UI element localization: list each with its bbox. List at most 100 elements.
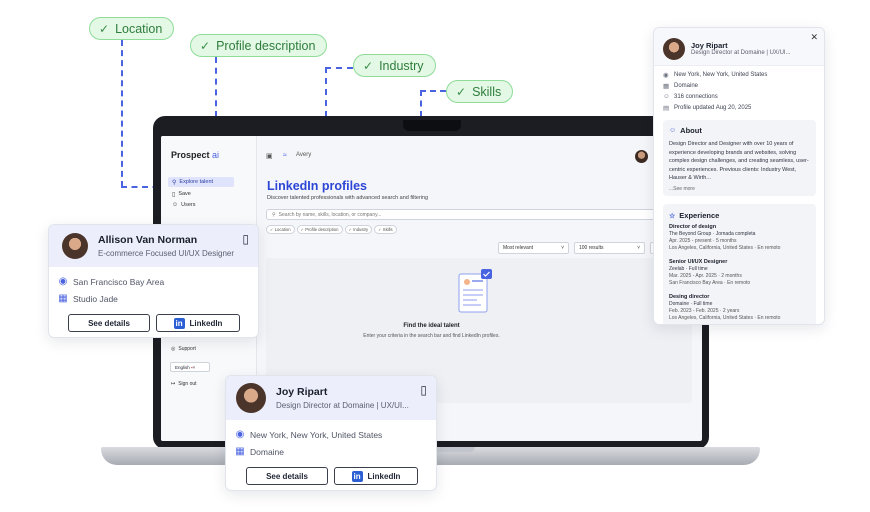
bookmark-icon[interactable]: ▯ xyxy=(242,232,249,246)
explore-icon: ⚲ xyxy=(172,179,177,186)
experience-heading: ☆Experience xyxy=(669,211,720,220)
sidebar-toggle-icon[interactable]: ▣ xyxy=(266,153,273,160)
profile-card-allison[interactable]: Allison Van Norman E-commerce Focused UI… xyxy=(48,224,259,338)
profile-name: Allison Van Norman xyxy=(98,234,198,246)
bookmark-icon[interactable]: ▯ xyxy=(420,383,427,397)
empty-state-illustration xyxy=(458,269,492,313)
about-section: ☺About Design Director and Designer with… xyxy=(663,120,816,196)
filter-pill-profile-description: ✓Profile description xyxy=(190,34,328,57)
sidebar-item-explore-talent[interactable]: ⚲Explore talent xyxy=(168,177,234,187)
connector-industry-h xyxy=(325,67,353,69)
connector-skills-h xyxy=(420,90,446,92)
linkedin-icon: in xyxy=(173,317,185,329)
chip-location[interactable]: ✓ Location xyxy=(266,225,295,234)
profile-card-joy[interactable]: Joy Ripart Design Director at Domaine | … xyxy=(225,375,437,491)
avatar xyxy=(236,383,266,413)
see-details-button[interactable]: See details xyxy=(68,314,150,332)
experience-section: ☆Experience Director of design The Beyon… xyxy=(663,204,816,324)
filter-chips: ✓ Location ✓ Profile description ✓ Indus… xyxy=(266,225,397,234)
experience-item: Director of design The Beyond Group · Jo… xyxy=(669,224,781,251)
chevron-down-icon: ˅ xyxy=(192,364,196,370)
linkedin-icon: in xyxy=(351,470,363,482)
users-icon: ☺ xyxy=(663,93,670,100)
filter-pill-location: ✓Location xyxy=(89,17,175,40)
workspace-name[interactable]: Avery xyxy=(296,152,312,158)
connector-profile xyxy=(215,57,217,117)
profile-card-header: Allison Van Norman E-commerce Focused UI… xyxy=(49,225,258,267)
flag-icon: ▪ xyxy=(191,364,193,370)
sidebar-item-support[interactable]: ◎Support xyxy=(171,346,196,352)
user-avatar[interactable] xyxy=(635,150,648,163)
page-title: LinkedIn profiles xyxy=(267,179,368,193)
chevron-down-icon: ˅ xyxy=(637,245,640,251)
search-icon: ⚲ xyxy=(272,211,276,218)
check-icon: ✓ xyxy=(200,38,211,53)
empty-state-subtitle: Enter your criteria in the search bar an… xyxy=(363,333,500,339)
panel-profile-role: Design Director at Domaine | UX/UI... xyxy=(691,50,791,56)
connector-location-h xyxy=(121,186,169,188)
see-more-link[interactable]: ...See more xyxy=(669,186,695,192)
support-icon: ◎ xyxy=(171,346,176,352)
location-pin-icon: ◉ xyxy=(235,429,245,440)
page-subtitle: Discover talented professionals with adv… xyxy=(267,195,429,201)
see-details-button[interactable]: See details xyxy=(246,467,328,485)
profile-card-header: Joy Ripart Design Director at Domaine | … xyxy=(226,376,436,420)
calendar-icon: ▤ xyxy=(663,105,670,112)
profile-detail-panel: Joy Ripart Design Director at Domaine | … xyxy=(653,27,825,325)
experience-item: Senior UI/UX Designer Zeelab · Full time… xyxy=(669,259,751,286)
filter-pill-skills: ✓Skills xyxy=(446,80,514,103)
profile-company: ▦Domaine xyxy=(235,446,285,457)
location-pin-icon: ◉ xyxy=(663,72,669,79)
panel-updated: ▤Profile updated Aug 20, 2025 xyxy=(663,105,752,112)
chip-profile-description[interactable]: ✓ Profile description xyxy=(296,225,343,234)
connector-skills xyxy=(420,90,422,117)
laptop-notch xyxy=(403,120,461,131)
sign-out-icon: ↦ xyxy=(171,381,176,387)
chip-skills[interactable]: ✓ Skills xyxy=(374,225,397,234)
profile-name: Joy Ripart xyxy=(276,386,328,398)
bookmark-icon: ▯ xyxy=(172,191,176,198)
building-icon: ▦ xyxy=(58,293,68,304)
workspace-icon: ≈ xyxy=(283,152,287,159)
search-input[interactable]: ⚲Search by name, skills, location, or co… xyxy=(266,209,696,220)
profile-role: E-commerce Focused UI/UX Designer xyxy=(98,249,235,258)
about-heading: ☺About xyxy=(669,126,702,135)
panel-connections: ☺316 connections xyxy=(663,93,718,100)
avatar xyxy=(62,233,88,259)
user-icon: ☺ xyxy=(669,127,677,134)
profile-location: ◉New York, New York, United States xyxy=(235,429,383,440)
panel-company: ▦Domaine xyxy=(663,83,699,90)
profile-role: Design Director at Domaine | UX/UI... xyxy=(276,401,409,410)
check-icon: ✓ xyxy=(99,21,110,36)
sidebar-item-save[interactable]: ▯Save xyxy=(172,191,191,198)
check-icon: ✓ xyxy=(456,84,467,99)
panel-location: ◉New York, New York, United States xyxy=(663,72,768,79)
close-icon[interactable]: ✕ xyxy=(810,32,818,42)
avatar xyxy=(663,38,685,60)
building-icon: ▦ xyxy=(663,83,670,90)
connector-location xyxy=(121,40,123,187)
results-select[interactable]: 100 results˅ xyxy=(574,242,645,254)
sort-select[interactable]: Most relevant˅ xyxy=(498,242,569,254)
check-icon: ✓ xyxy=(363,58,374,73)
location-pin-icon: ◉ xyxy=(58,276,68,287)
language-select[interactable]: English ▪˅ xyxy=(170,362,210,372)
star-icon: ☆ xyxy=(669,212,676,220)
empty-state-title: Find the ideal talent xyxy=(403,323,460,329)
panel-profile-name: Joy Ripart xyxy=(691,41,728,50)
chip-industry[interactable]: ✓ Industry xyxy=(344,225,373,234)
profile-location: ◉San Francisco Bay Area xyxy=(58,276,165,287)
user-icon: ☺ xyxy=(172,202,179,208)
chevron-down-icon: ˅ xyxy=(561,245,564,251)
sidebar-item-sign-out[interactable]: ↦Sign out xyxy=(171,381,197,387)
app-logo: Prospect ai xyxy=(171,150,220,160)
filter-pill-industry: ✓Industry xyxy=(353,54,436,77)
about-text: Design Director and Designer with over 1… xyxy=(669,141,809,181)
connector-industry xyxy=(325,67,327,117)
sidebar-item-users[interactable]: ☺Users xyxy=(172,202,196,208)
